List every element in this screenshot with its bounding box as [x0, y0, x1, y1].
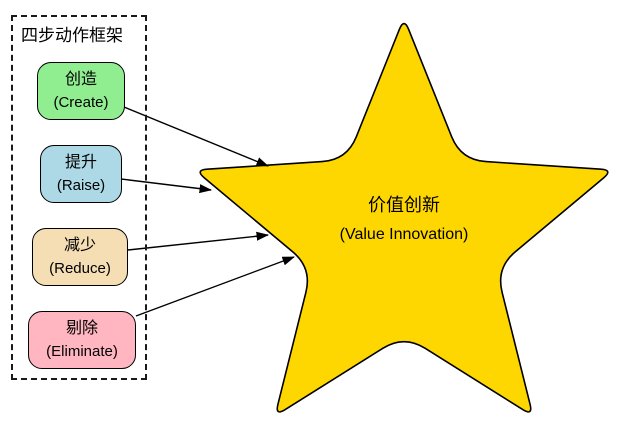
- action-reduce-label-en: (Reduce): [49, 259, 111, 277]
- value-innovation-star: [199, 22, 609, 413]
- arrow-reduce-to-star: [127, 231, 269, 251]
- action-box-reduce: 减少 (Reduce): [32, 228, 128, 286]
- framework-panel: [11, 15, 147, 380]
- action-reduce-label-zh: 减少: [63, 237, 96, 255]
- framework-panel-title: 四步动作框架: [21, 26, 123, 45]
- action-eliminate-label-en: (Eliminate): [46, 342, 118, 360]
- action-box-create: 创造 (Create): [37, 62, 125, 120]
- arrow-raise-to-star: [120, 178, 212, 194]
- action-eliminate-label-zh: 剔除: [65, 320, 98, 338]
- arrow-eliminate-to-star: [135, 256, 295, 317]
- action-box-eliminate: 剔除 (Eliminate): [28, 311, 136, 369]
- arrow-create-to-star: [123, 106, 269, 167]
- star-label-en: (Value Innovation): [340, 226, 469, 243]
- action-box-raise: 提升 (Raise): [40, 145, 122, 203]
- action-raise-label-zh: 提升: [64, 154, 97, 172]
- action-raise-label-en: (Raise): [56, 176, 106, 194]
- star-label-zh: 价值创新: [368, 195, 440, 215]
- action-create-label-en: (Create): [53, 93, 109, 111]
- action-create-label-zh: 创造: [64, 71, 97, 89]
